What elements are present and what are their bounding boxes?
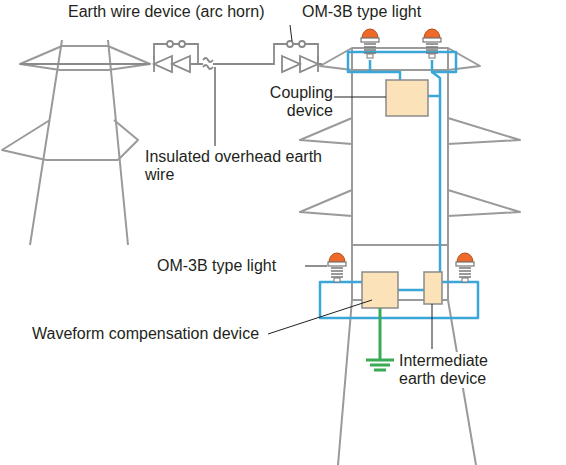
light-rim: [328, 262, 346, 266]
waveform-compensation-device: [362, 272, 398, 308]
light-cap: [457, 253, 473, 262]
insulated-earth-wire: [198, 63, 272, 65]
light-base: [459, 270, 471, 272]
light-base: [331, 273, 343, 275]
left-tower-top-arm: [20, 46, 150, 70]
arc-horn-electrode: [167, 41, 173, 47]
light-base: [426, 43, 438, 45]
light-cap: [362, 29, 378, 38]
right-tower-crossarm: [300, 190, 520, 216]
wire-label: Insulated overhead earth wire: [144, 148, 324, 184]
light-cap: [329, 253, 345, 262]
leader-line: [305, 266, 327, 267]
light-base: [459, 267, 471, 269]
leader-line: [290, 25, 292, 41]
device-label: OM-3B type light: [301, 3, 422, 21]
earth-lead: [379, 308, 382, 360]
arc-horn-gap: [272, 44, 318, 64]
lower-wire: [337, 282, 465, 290]
leader-line: [333, 97, 386, 98]
obstruction-light: [423, 29, 441, 58]
light-base: [426, 49, 438, 51]
arc-horn-electrode: [287, 41, 293, 47]
coupling-device: [386, 80, 428, 116]
light-wire: [348, 52, 456, 72]
light-base: [364, 43, 376, 45]
arc-horn: [154, 56, 190, 72]
light-rim: [361, 38, 379, 42]
ground-symbol: [366, 360, 394, 370]
leader-line: [215, 67, 216, 146]
obstruction-light: [456, 253, 474, 282]
light-base: [331, 267, 343, 269]
device-label: Earth wire device (arc horn): [67, 3, 266, 21]
arc-horn-electrode: [179, 41, 185, 47]
light-foot: [367, 54, 373, 58]
light-base: [426, 46, 438, 48]
leader-line: [268, 300, 372, 334]
light-base: [364, 49, 376, 51]
right-tower-brace: [352, 244, 448, 246]
device-label: Waveform compensation device: [31, 325, 260, 343]
arc-horn-electrode: [299, 41, 305, 47]
device-label: Intermediate earth device: [398, 352, 512, 388]
down-wire: [428, 96, 440, 282]
obstruction-light: [328, 253, 346, 282]
light-rim: [423, 38, 441, 42]
intermediate-earth-device: [424, 272, 442, 304]
lower-loop-wire: [320, 282, 478, 318]
light-foot: [334, 278, 340, 282]
arc-horn: [282, 56, 318, 72]
device-label: Coupling device: [250, 84, 334, 120]
light-base: [331, 270, 343, 272]
device-label: OM-3B type light: [156, 257, 277, 275]
arc-horn-gap: [154, 44, 198, 64]
right-tower-body: [352, 48, 448, 300]
obstruction-light: [361, 29, 379, 58]
light-base: [459, 273, 471, 275]
right-tower-crossarm: [300, 118, 520, 144]
left-tower-crossarm: [2, 120, 138, 160]
light-foot: [429, 54, 435, 58]
earth-wire: [20, 63, 150, 65]
light-rim: [456, 262, 474, 266]
light-base: [364, 46, 376, 48]
wire-break: [203, 58, 213, 69]
light-cap: [424, 29, 440, 38]
leader-line: [432, 304, 433, 349]
light-foot: [462, 278, 468, 282]
